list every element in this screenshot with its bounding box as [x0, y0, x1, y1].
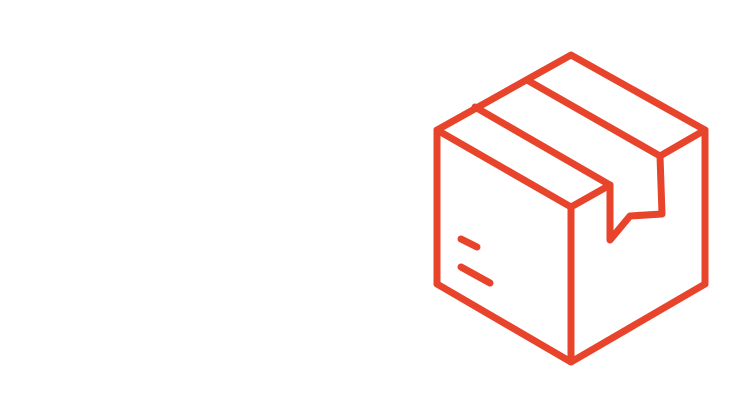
- tape-line-left: [471, 103, 614, 189]
- label-line-short: [457, 235, 481, 251]
- box-top-front-left-edge: [433, 126, 575, 211]
- box-top-front-right-edge-2: [656, 126, 709, 160]
- box-outline: [433, 51, 709, 366]
- box-top-front-right-edge: [567, 181, 614, 211]
- tape-line-right: [523, 76, 664, 160]
- tape-flap: [606, 152, 666, 244]
- label-line-long: [457, 263, 494, 287]
